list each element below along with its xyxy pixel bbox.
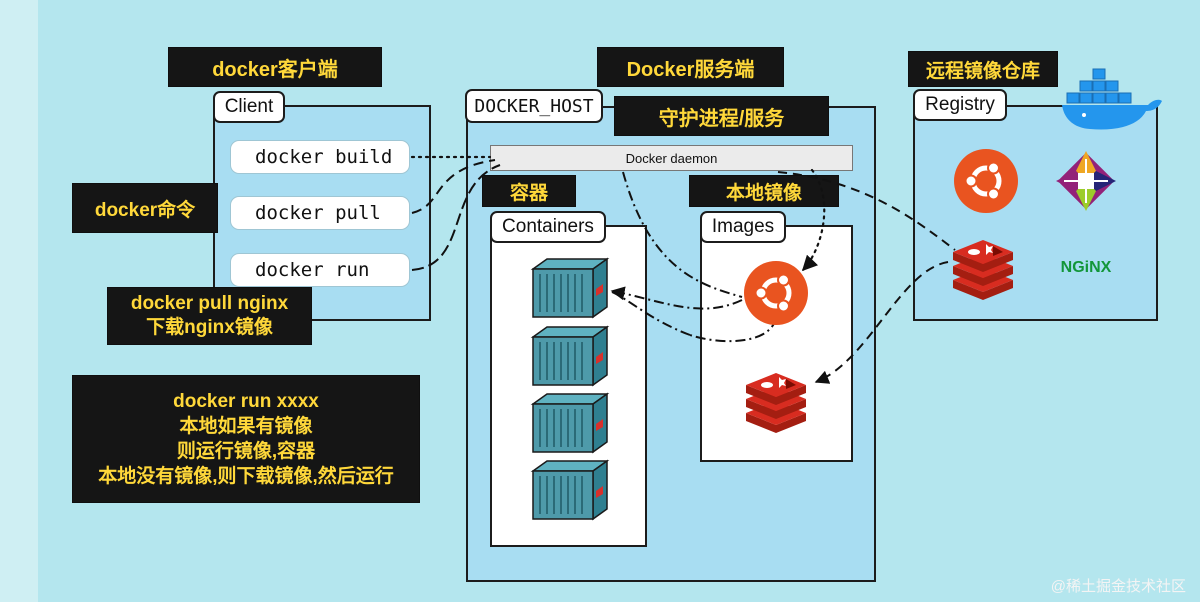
- run-explain-line-4: 本地没有镜像,则下载镜像,然后运行: [98, 466, 394, 487]
- run-explain-line-1: docker run xxxx: [173, 391, 319, 412]
- images-tab: Images: [700, 211, 786, 243]
- docker-run-command: docker run: [230, 253, 410, 287]
- daemon-service-label: 守护进程/服务: [615, 97, 828, 135]
- docker-daemon-label: Docker daemon: [625, 150, 718, 166]
- docker-pull-command: docker pull: [230, 196, 410, 230]
- remote-registry-label: 远程镜像仓库: [909, 52, 1057, 86]
- docker-commands-label: docker命令: [73, 184, 217, 232]
- docker-server-label: Docker服务端: [598, 48, 783, 86]
- registry-tab: Registry: [913, 89, 1007, 121]
- registry-panel: [913, 105, 1158, 321]
- containers-cn-label: 容器: [483, 176, 575, 206]
- docker-host-tab: DOCKER_HOST: [465, 89, 603, 123]
- pull-nginx-line-2: 下载nginx镜像: [146, 317, 273, 338]
- left-margin-strip: [0, 0, 38, 602]
- run-explain-label: docker run xxxx 本地如果有镜像 则运行镜像,容器 本地没有镜像,…: [73, 376, 419, 502]
- pull-nginx-label: docker pull nginx 下载nginx镜像: [108, 288, 311, 344]
- footer-watermark: @稀土掘金技术社区: [1050, 578, 1186, 595]
- run-explain-line-3: 则运行镜像,容器: [176, 441, 316, 462]
- docker-client-label: docker客户端: [169, 48, 381, 86]
- containers-tab: Containers: [490, 211, 606, 243]
- run-explain-line-2: 本地如果有镜像: [179, 416, 313, 437]
- client-tab: Client: [213, 91, 285, 123]
- pull-nginx-line-1: docker pull nginx: [130, 293, 289, 314]
- docker-daemon-bar: Docker daemon: [490, 145, 853, 171]
- images-panel: [700, 225, 853, 462]
- docker-build-command: docker build: [230, 140, 410, 174]
- containers-panel: [490, 225, 647, 547]
- local-images-cn-label: 本地镜像: [690, 176, 838, 206]
